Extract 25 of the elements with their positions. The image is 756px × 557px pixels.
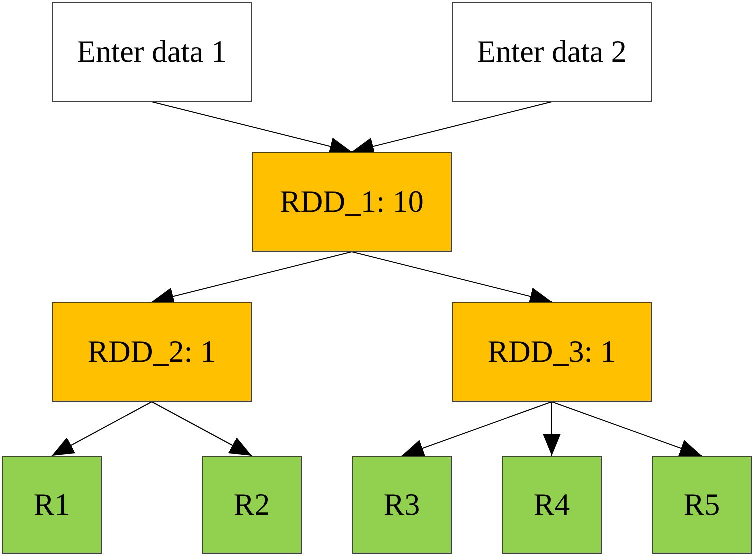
process-box <box>452 2 652 102</box>
node-label: R2 <box>234 487 270 523</box>
node-label: Enter data 1 <box>77 34 227 70</box>
arrow <box>402 402 552 458</box>
process-box <box>502 456 602 554</box>
arrow <box>52 402 152 456</box>
node-label: R3 <box>384 487 420 523</box>
node-label: R5 <box>684 487 720 523</box>
node-label: RDD_1: 10 <box>280 184 424 220</box>
process-box <box>452 302 652 402</box>
process-box <box>202 456 302 554</box>
process-box <box>52 2 252 102</box>
process-box <box>2 456 102 554</box>
node-label: R4 <box>534 487 570 523</box>
arrow <box>552 402 702 458</box>
node-label: Enter data 2 <box>477 34 627 70</box>
node-label: RDD_3: 1 <box>488 334 616 370</box>
node-label: RDD_2: 1 <box>88 334 216 370</box>
process-box <box>352 456 452 554</box>
node-label: R1 <box>34 487 70 523</box>
process-box <box>52 302 252 402</box>
process-box <box>252 152 452 252</box>
process-box <box>652 456 752 554</box>
arrow <box>543 402 561 456</box>
arrow <box>152 402 252 456</box>
